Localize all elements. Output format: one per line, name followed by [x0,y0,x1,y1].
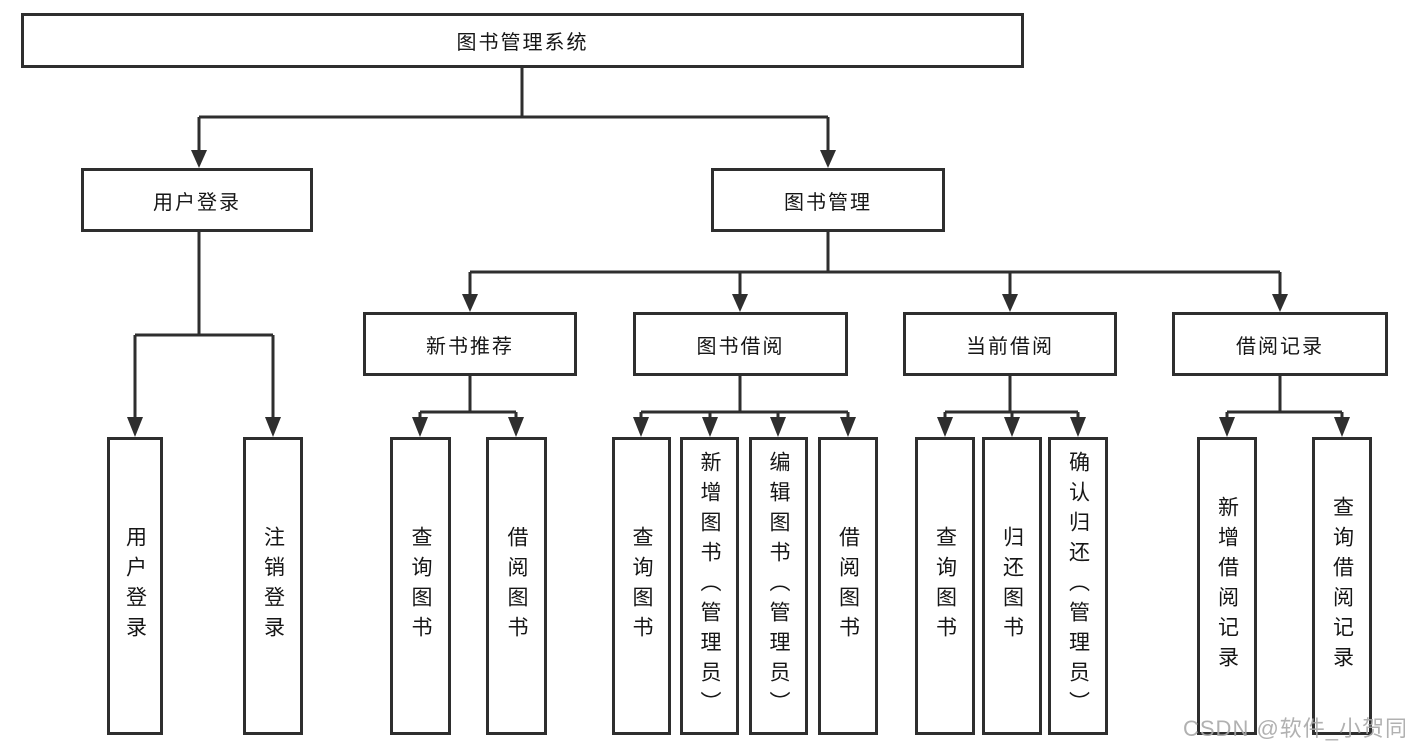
leaf-logout: 注销登录 [243,437,303,735]
leaf-borrow-books-borrowing: 借阅图书 [818,437,878,735]
node-borrowing-records: 借阅记录 [1172,312,1388,376]
node-library-system: 图书管理系统 [21,13,1024,68]
leaf-user-login: 用户登录 [107,437,163,735]
leaf-query-borrow-record: 查询借阅记录 [1312,437,1372,735]
leaf-query-books-current: 查询图书 [915,437,975,735]
node-current-borrowing: 当前借阅 [903,312,1117,376]
node-book-borrowing: 图书借阅 [633,312,848,376]
leaf-add-book-admin: 新增图书（管理员） [680,437,739,735]
leaf-return-book: 归还图书 [982,437,1042,735]
node-user-login: 用户登录 [81,168,313,232]
node-book-management: 图书管理 [711,168,945,232]
leaf-query-books-borrowing: 查询图书 [612,437,671,735]
arrowheads [127,150,1350,437]
leaf-edit-book-admin: 编辑图书（管理员） [749,437,808,735]
leaf-borrow-books-recommend: 借阅图书 [486,437,547,735]
leaf-confirm-return-admin: 确认归还（管理员） [1048,437,1108,735]
csdn-watermark: CSDN @软件_小贺同学 [1183,716,1405,741]
leaf-add-borrow-record: 新增借阅记录 [1197,437,1257,735]
leaf-query-books-recommend: 查询图书 [390,437,451,735]
node-new-book-recommend: 新书推荐 [363,312,577,376]
